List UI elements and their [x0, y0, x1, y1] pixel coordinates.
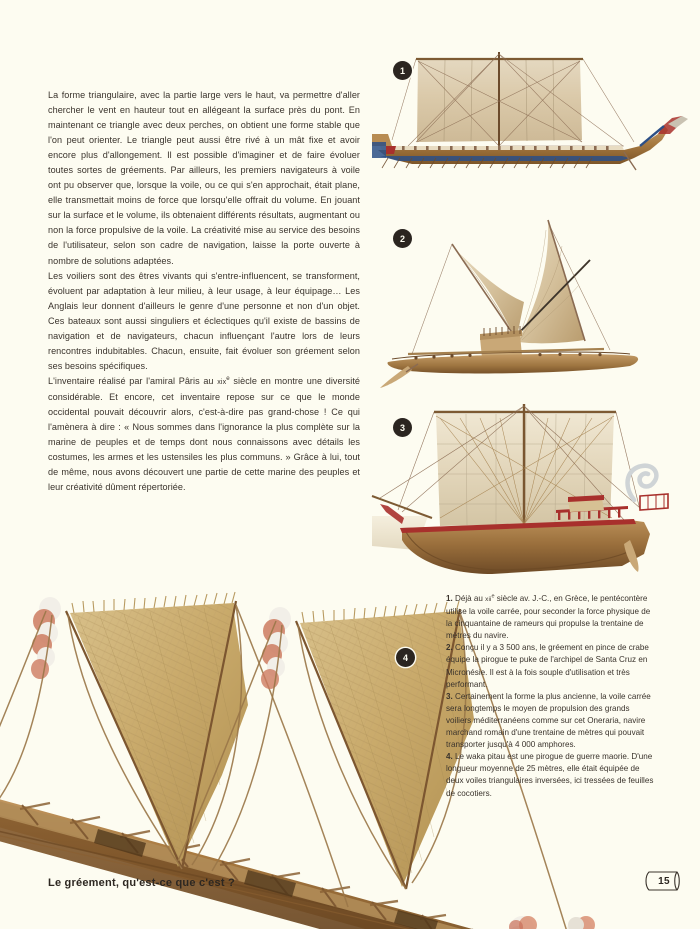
figure-captions: 1. Déjà au xiie siècle av. J.-C., en Grè…: [446, 593, 654, 800]
caption-3: 3. Certainement la forme la plus ancienn…: [446, 691, 654, 751]
century-numeral: xix: [217, 377, 227, 386]
paragraph-1: La forme triangulaire, avec la partie la…: [48, 90, 360, 266]
century-superscript: e: [226, 374, 230, 382]
paragraph-3: L'inventaire réalisé par l'amiral Pâris …: [48, 374, 360, 495]
illustration-oneraria: [371, 400, 694, 580]
caption-2-number: 2.: [446, 643, 453, 653]
paragraph-2: Les voiliers sont des êtres vivants qui …: [48, 270, 360, 371]
caption-2: 2. Conçu il y a 3 500 ans, le gréement e…: [446, 642, 654, 690]
paragraph-3-tail: siècle en montre une diversité considéra…: [48, 375, 360, 493]
caption-1-lead: Déjà au: [452, 594, 486, 603]
caption-4-text: Le waka pitau est une pirogue de guerre …: [446, 752, 654, 798]
caption-1: 1. Déjà au xiie siècle av. J.-C., en Grè…: [446, 593, 654, 642]
page-number: 15: [644, 869, 684, 893]
figure-badge-2: 2: [393, 229, 412, 248]
figure-badge-1: 1: [393, 61, 412, 80]
paragraph-3-lead: L'inventaire réalisé par l'amiral Pâris …: [48, 375, 218, 386]
caption-1-century: xii: [485, 596, 492, 603]
main-text-column: La forme triangulaire, avec la partie la…: [48, 88, 360, 495]
caption-4: 4. Le waka pitau est une pirogue de guer…: [446, 751, 654, 799]
caption-2-text: Conçu il y a 3 500 ans, le gréement en p…: [446, 643, 649, 689]
page-number-label: 15: [658, 875, 670, 887]
page-number-scroll-icon: [645, 871, 680, 891]
caption-3-text: Certainement la forme la plus ancienne, …: [446, 691, 651, 750]
caption-1-text: siècle av. J.-C., en Grèce, le pentécont…: [446, 594, 651, 641]
illustration-pentecontere: [372, 46, 694, 196]
caption-4-number: 4.: [446, 752, 453, 762]
caption-1-number: 1.: [446, 594, 453, 603]
footer-title: Le gréement, qu'est-ce que c'est ?: [48, 877, 235, 889]
illustration-waka-pitau: [0, 575, 682, 929]
caption-3-number: 3.: [446, 691, 453, 701]
figure-badge-3: 3: [393, 418, 412, 437]
caption-1-century-superscript: e: [491, 593, 495, 600]
figure-badge-4: 4: [396, 648, 415, 667]
illustration-te-puke: [372, 216, 694, 388]
